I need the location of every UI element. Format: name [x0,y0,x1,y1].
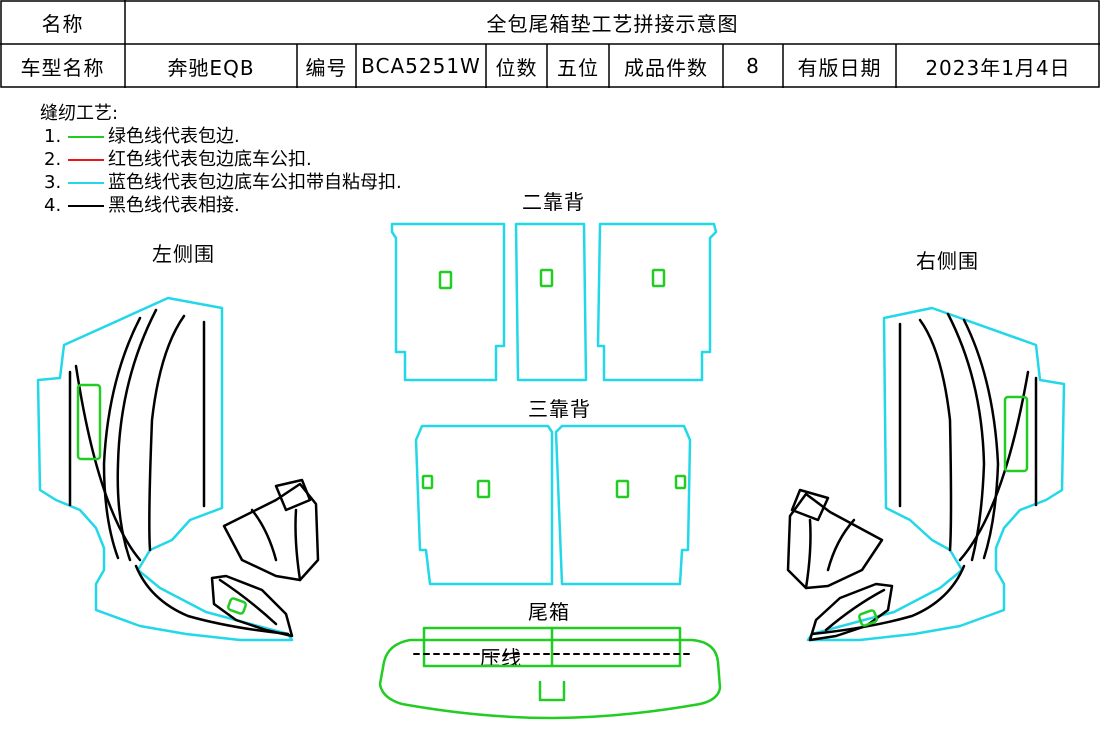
left-lower-seam [218,578,278,626]
left-lower-piece [274,478,312,512]
right-lower-piece [786,492,884,590]
legend-text: 蓝色线代表包边底车公扣带自粘母扣. [108,172,402,193]
legend-item-black: 4. 黑色线代表相接. [40,194,402,217]
blue-line-swatch [68,181,104,184]
third-backrest-group [414,424,692,586]
green-tab [615,479,630,499]
left-lower-green-tab [227,597,247,615]
header-grid [0,0,1100,88]
page-title: 全包尾箱垫工艺拼接示意图 [486,11,739,36]
right-lower-piece [808,582,894,642]
right-side-seam [918,318,953,552]
pieces-label: 成品件数 [624,55,708,80]
green-tab [674,474,687,490]
left-side-seam [116,308,158,562]
green-tab [421,474,434,490]
legend-item-red: 2. 红色线代表包边底车公扣. [40,148,402,171]
legend-num: 3. [44,172,62,193]
trunk-group [378,626,722,720]
left-lower-seam [250,508,278,562]
green-tab [476,479,491,499]
second-backrest-group [390,222,718,382]
legend-num: 4. [44,195,62,216]
left-side-outline [36,296,294,642]
third-backrest-left-panel [414,424,554,586]
left-side-seam [102,316,142,560]
left-lower-piece [210,574,294,638]
right-lower-seam [824,588,886,632]
seats-value: 五位 [557,55,599,80]
left-lower-seam [294,508,302,582]
seats-label: 位数 [495,55,538,80]
left-side-green-pocket [76,383,102,461]
left-side-seam [148,314,186,552]
date-label: 有版日期 [797,55,882,80]
legend-heading: 缝纫工艺: [40,103,119,124]
left-side-seam [134,564,290,636]
right-side-seam [810,564,966,636]
right-lower-green-tab [858,609,878,627]
right-side-seam [946,312,986,562]
right-side-seam [958,370,1030,562]
legend-item-green: 1. 绿色线代表包边. [40,125,402,148]
right-lower-seam [804,518,812,590]
legend-text: 黑色线代表相接. [108,195,240,216]
legend-text: 绿色线代表包边. [108,126,240,147]
pieces-value: 8 [746,54,760,78]
name-label: 名称 [41,11,84,36]
date-value: 2023年1月4日 [925,55,1071,80]
third-backrest-right-panel [554,424,692,586]
green-tab [651,268,666,288]
second-backrest-right-panel [596,222,718,382]
second-backrest-center-panel [514,222,588,382]
label-left-side: 左侧围 [152,242,215,266]
left-side-group [36,296,320,642]
label-second-backrest: 二靠背 [522,190,585,214]
model-label: 车型名称 [20,55,105,80]
legend-item-blue: 3. 蓝色线代表包边底车公扣带自粘母扣. [40,171,402,194]
green-tab [539,268,554,288]
right-side-outline [806,306,1066,642]
legend-num: 1. [44,126,62,147]
trunk-notch [538,680,566,702]
legend-text: 红色线代表包边底车公扣. [108,149,312,170]
right-lower-piece [790,488,830,522]
left-lower-piece [222,482,320,582]
trunk-outline [378,638,722,720]
header-table: 名称 全包尾箱垫工艺拼接示意图 车型名称 奔驰EQB 编号 BCA5251W 位… [0,0,1100,88]
right-lower-seam [826,518,856,572]
sewing-legend: 缝纫工艺: 1. 绿色线代表包边. 2. 红色线代表包边底车公扣. 3. 蓝色线… [40,102,402,217]
code-label: 编号 [305,55,348,80]
right-side-group [786,306,1066,642]
right-side-seam [962,318,1000,560]
code-value: BCA5251W [361,54,481,78]
second-backrest-left-panel [390,222,506,382]
right-side-green-pocket [1003,395,1029,473]
left-side-seam [74,364,142,562]
green-tab [438,270,453,290]
green-line-swatch [68,135,104,138]
label-right-side: 右侧围 [916,249,979,273]
model-value: 奔驰EQB [167,55,255,80]
label-trunk: 尾箱 [528,600,570,624]
label-third-backrest: 三靠背 [528,397,591,421]
legend-num: 2. [44,149,62,170]
black-line-swatch [68,204,104,207]
red-line-swatch [68,158,104,161]
